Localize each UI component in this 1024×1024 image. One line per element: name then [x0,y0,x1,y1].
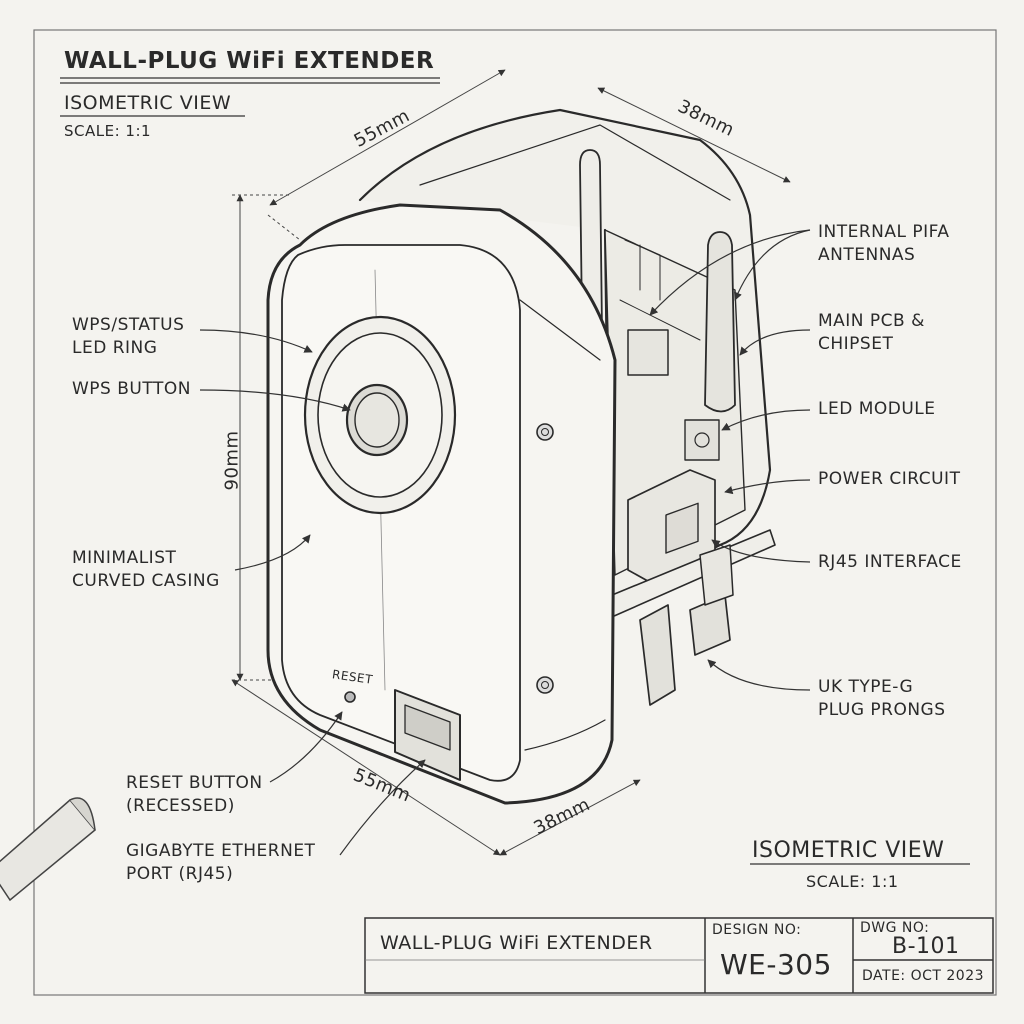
view-label: ISOMETRIC VIEW [64,92,232,114]
callout-power-circuit: POWER CIRCUIT [818,469,961,489]
title-block-frame [364,917,994,994]
view-label-bottom: ISOMETRIC VIEW [752,838,945,863]
prong-left [639,604,676,706]
scale-label-bottom: SCALE: 1:1 [806,872,899,891]
wps-button-face [354,392,400,448]
date-value: DATE: OCT 2023 [862,968,985,984]
dwg-no-value: B-101 [892,934,960,959]
drawing-title: WALL-PLUG WiFi EXTENDER [64,48,435,74]
reset-hole [344,691,356,703]
dim-height: 90mm [221,430,243,491]
antenna-left [579,149,603,331]
callout-prongs: UK TYPE-G PLUG PRONGS [818,677,946,720]
pencil-icon [0,797,97,902]
callout-led-module: LED MODULE [818,399,936,419]
design-no-value: WE-305 [720,948,832,981]
callout-wps-led-ring: WPS/STATUS LED RING [72,315,185,358]
antenna-right [704,231,736,413]
chipset [627,329,669,376]
design-no-label: DESIGN NO: [712,922,802,938]
callout-wps-button: WPS BUTTON [72,379,191,399]
dimension-lines [231,69,791,856]
led-module-block [684,419,720,461]
side-screw-lower [536,676,554,694]
leader-lines [199,229,811,856]
prong-top [699,544,734,606]
device-body [266,108,776,805]
sheet-border [33,29,997,996]
callout-antennas: INTERNAL PIFA ANTENNAS [818,222,950,265]
callout-rj45: RJ45 INTERFACE [818,552,962,572]
dwg-no-label: DWG NO: [860,920,930,936]
title-block-title: WALL-PLUG WiFi EXTENDER [380,932,653,954]
side-screw-upper [536,423,554,441]
callout-reset-button: RESET BUTTON (RECESSED) [126,773,263,816]
callout-pcb: MAIN PCB & CHIPSET [818,311,925,354]
scale-label: SCALE: 1:1 [64,122,152,140]
callout-ethernet-port: GIGABYTE ETHERNET PORT (RJ45) [126,841,316,884]
callout-casing: MINIMALIST CURVED CASING [72,548,220,591]
